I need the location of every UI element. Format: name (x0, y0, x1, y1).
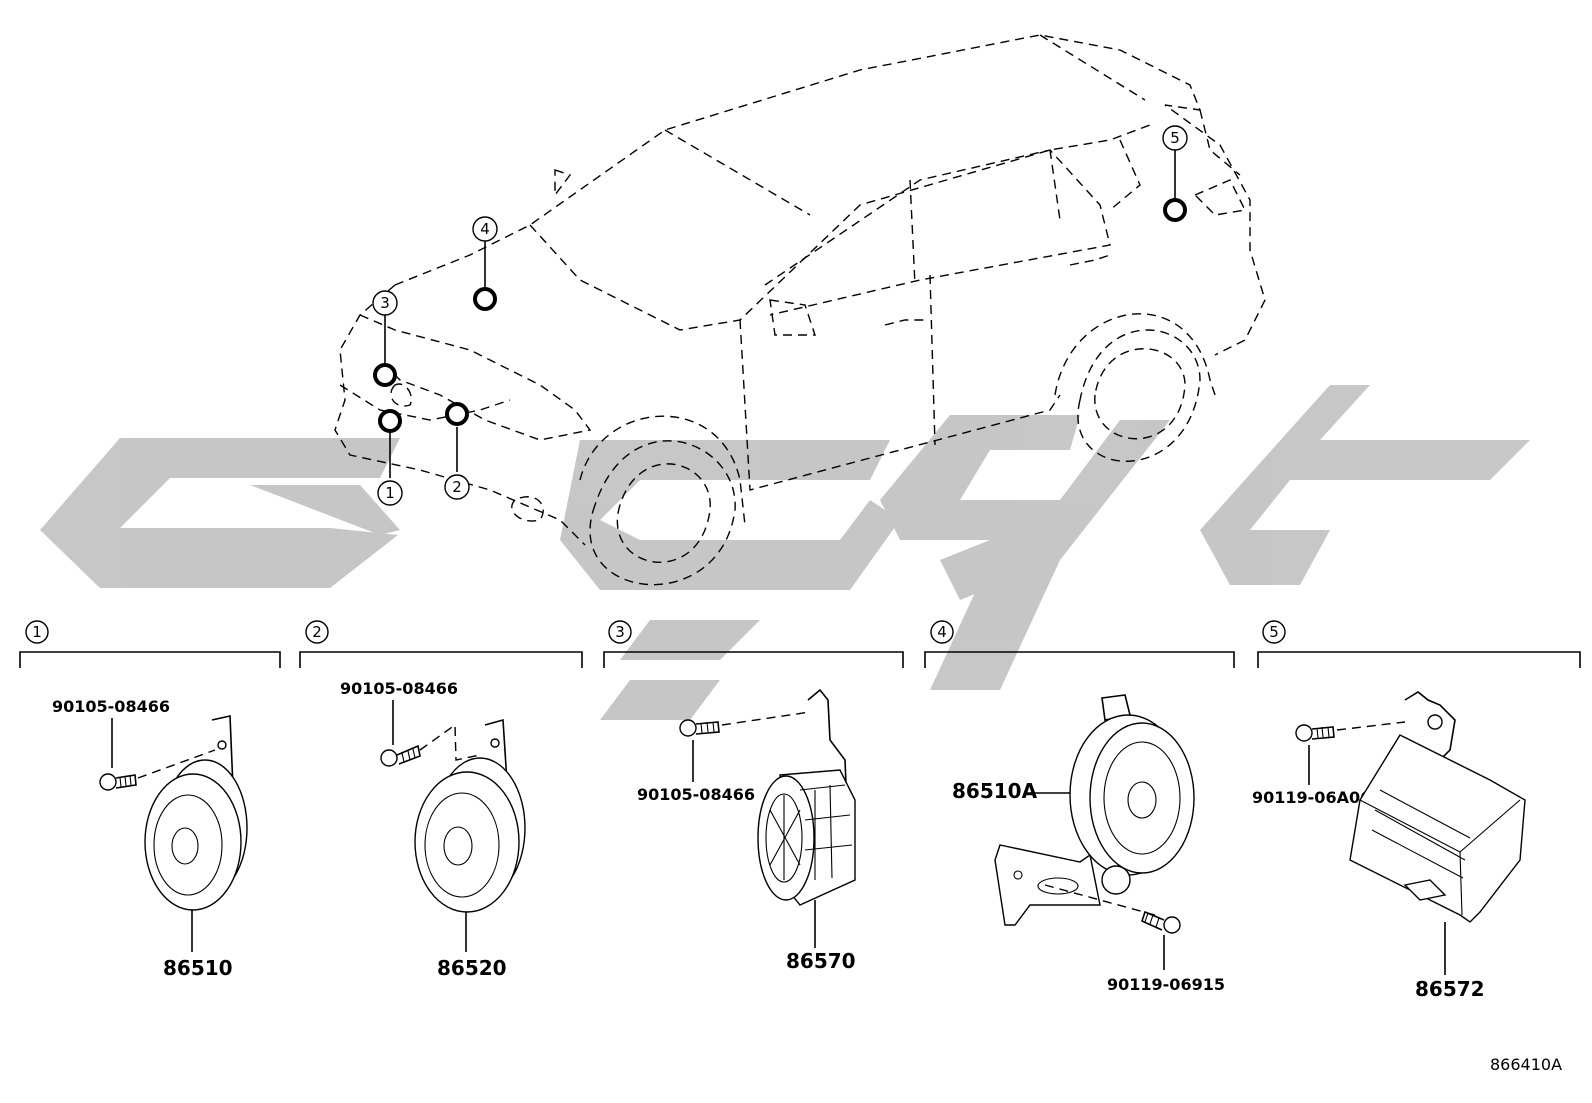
location-marker-label-2: 2 (452, 478, 462, 496)
speaker-icon (757, 688, 856, 906)
section-5: 90119-06A06 86572 (1252, 691, 1526, 1001)
location-marker-5 (1163, 198, 1187, 222)
svg-text:1: 1 (32, 623, 42, 641)
section-header-3: 3 (603, 620, 904, 668)
bolt-icon (380, 744, 421, 767)
horn-icon (414, 718, 526, 913)
bolt-icon (1141, 910, 1181, 934)
bolt-icon (1295, 724, 1335, 742)
section-header-2: 2 (299, 620, 583, 668)
location-marker-1 (378, 409, 402, 433)
part-number-label: 86570 (786, 949, 856, 973)
vehicle-outline (334, 34, 1266, 586)
location-marker-label-5: 5 (1170, 129, 1180, 147)
part-number-label: 86510A (952, 779, 1038, 803)
part-number-label: 90105-08466 (340, 679, 458, 698)
section-headers: 1 2 3 4 5 (19, 620, 1581, 668)
part-number-label: 86520 (437, 956, 507, 980)
horn-icon (994, 694, 1195, 926)
location-marker-label-3: 3 (380, 294, 390, 312)
section-header-1: 1 (19, 620, 281, 668)
location-marker-3 (373, 363, 397, 387)
part-number-label: 90119-06915 (1107, 975, 1225, 994)
drawing-code: 866410A (1490, 1055, 1562, 1074)
horn-icon (144, 715, 248, 911)
svg-text:3: 3 (615, 623, 625, 641)
section-4: 86510A 90119-06915 (952, 694, 1225, 994)
svg-text:5: 5 (1269, 623, 1279, 641)
location-marker-group: 1 2 3 4 5 (372, 125, 1188, 506)
location-marker-label-1: 1 (385, 484, 395, 502)
location-marker-2 (445, 402, 469, 426)
section-3: 90105-08466 86570 (637, 688, 856, 973)
svg-text:2: 2 (312, 623, 322, 641)
watermark-logo (40, 385, 1530, 720)
part-number-label: 90105-08466 (52, 697, 170, 716)
part-number-label: 86510 (163, 956, 233, 980)
part-number-label: 90119-06A06 (1252, 788, 1371, 807)
control-module-icon (1349, 691, 1526, 923)
section-2: 90105-08466 86520 (340, 679, 526, 980)
section-header-5: 5 (1257, 620, 1581, 668)
section-1: 90105-08466 86510 (52, 697, 248, 980)
svg-text:4: 4 (937, 623, 947, 641)
bolt-icon (679, 719, 720, 737)
part-number-label: 90105-08466 (637, 785, 755, 804)
location-marker-4 (473, 287, 497, 311)
location-marker-label-4: 4 (480, 220, 490, 238)
section-header-4: 4 (924, 620, 1235, 668)
part-number-label: 86572 (1415, 977, 1485, 1001)
bolt-icon (99, 773, 137, 791)
